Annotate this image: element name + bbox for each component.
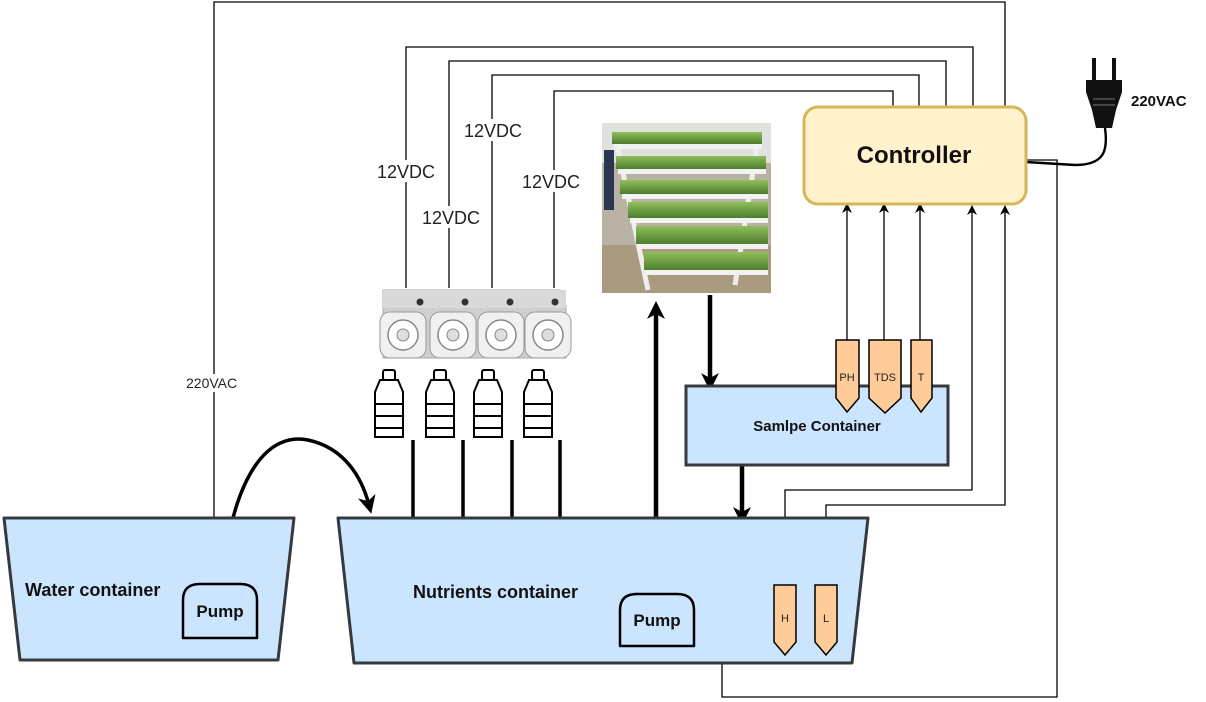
- hydroponic-tower-photo: [602, 123, 771, 293]
- tube-water-to-nutrients: [219, 437, 376, 591]
- power-plug-icon: [1086, 58, 1122, 128]
- svg-text:TDS: TDS: [874, 372, 896, 384]
- voltage-label-2: 12VDC: [422, 208, 480, 228]
- wire-12vdc-2: [448, 60, 947, 288]
- voltage-label-1: 12VDC: [377, 162, 435, 182]
- plug-cord: [1025, 127, 1108, 167]
- bottle-icon: [425, 369, 455, 438]
- ph-probe: PH: [835, 339, 860, 414]
- svg-text:PH: PH: [839, 372, 854, 384]
- water-pump: Pump: [181, 582, 259, 640]
- peristaltic-pump-icon: [429, 311, 477, 359]
- nutrients-pump: Pump: [618, 592, 696, 648]
- probes: PH TDS T: [835, 339, 933, 415]
- wire-220vac-water-pump: [213, 1, 1006, 590]
- nutrients-container-label: Nutrients container: [413, 582, 578, 602]
- controller-label: Controller: [857, 142, 972, 169]
- nutrient-bottles: [374, 369, 553, 438]
- water-container-label: Water container: [25, 580, 160, 600]
- bottle-icon: [374, 369, 404, 438]
- peristaltic-pump-icon: [379, 311, 427, 359]
- ac-wire-label: 220VAC: [186, 375, 237, 391]
- bottle-icon: [523, 369, 553, 438]
- temperature-probe: T: [910, 339, 933, 414]
- svg-text:T: T: [918, 372, 925, 384]
- dosing-pump-unit: [379, 289, 572, 359]
- nutrients-container: Nutrients container Pump H L: [336, 516, 870, 665]
- peristaltic-pump-icon: [477, 311, 525, 359]
- level-sensor-high: H: [773, 584, 797, 657]
- water-pump-label: Pump: [196, 602, 243, 621]
- voltage-labels: 12VDC 12VDC 12VDC 12VDC 220VAC: [183, 119, 590, 392]
- voltage-label-4: 12VDC: [522, 172, 580, 192]
- controller[interactable]: Controller: [802, 105, 1028, 206]
- level-sensor-low: L: [814, 584, 838, 657]
- plug-label: 220VAC: [1131, 93, 1187, 110]
- water-container: Water container Pump: [2, 516, 296, 662]
- tubes: [219, 295, 751, 594]
- nutrients-pump-label: Pump: [633, 611, 680, 630]
- tds-probe: TDS: [868, 339, 902, 415]
- peristaltic-pump-icon: [524, 311, 572, 359]
- bottle-icon: [473, 369, 503, 438]
- svg-text:H: H: [781, 613, 789, 625]
- svg-text:L: L: [823, 613, 829, 625]
- voltage-label-3: 12VDC: [464, 121, 522, 141]
- wire-12vdc-3: [491, 74, 920, 288]
- sample-container-label: Samlpe Container: [753, 418, 881, 435]
- sample-container: Samlpe Container: [684, 384, 950, 467]
